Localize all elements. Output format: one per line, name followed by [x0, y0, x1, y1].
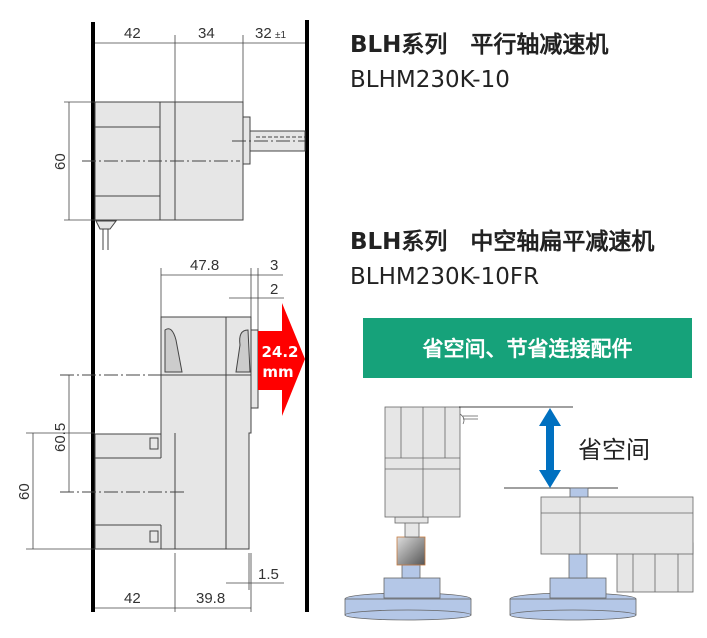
product-title-1: BLH系列 平行轴减速机: [350, 32, 609, 58]
dim-top-32-tolerance: ±1: [275, 30, 286, 41]
dim-2: 2: [270, 281, 278, 298]
dim-bottom-42: 42: [124, 590, 141, 607]
parallel-shaft-gearmotor: [94, 101, 306, 250]
product-model-1: BLHM230K-10: [350, 67, 510, 93]
product-title-2: BLH系列 中空轴扁平减速机: [350, 229, 655, 255]
length-reduction-arrow: 24.2 mm: [258, 303, 305, 416]
dim-3: 3: [270, 257, 278, 274]
space-saving-label: 省空间: [578, 436, 650, 464]
reduction-value: 24.2: [261, 343, 298, 361]
dim-1-5: 1.5: [258, 566, 279, 583]
dim-top-height-60: 60: [52, 153, 69, 170]
dim-60-5: 60.5: [52, 423, 69, 452]
dim-top-34: 34: [198, 25, 215, 42]
comparison-illustration: [344, 406, 694, 621]
dim-39-8: 39.8: [196, 590, 225, 607]
dim-47-8: 47.8: [190, 257, 219, 274]
dim-top-32: 32: [255, 25, 272, 42]
dim-top-42: 42: [124, 25, 141, 42]
dim-bottom-height-60: 60: [16, 483, 33, 500]
hollow-shaft-flat-gearmotor: [94, 316, 259, 550]
reduction-unit: mm: [262, 363, 293, 381]
product-model-2: BLHM230K-10FR: [350, 264, 540, 290]
space-saving-arrow: [539, 408, 561, 488]
feature-banner: 省空间、节省连接配件: [363, 318, 692, 378]
